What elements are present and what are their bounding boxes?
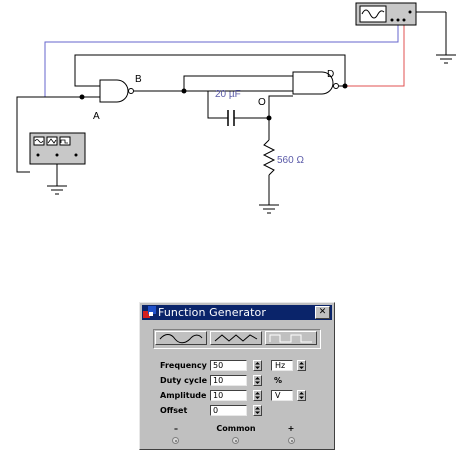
stepper-arrows-icon xyxy=(255,407,260,414)
frequency-stepper[interactable] xyxy=(253,360,262,371)
nand-gate-1-bubble xyxy=(128,88,134,94)
wire-o-gate2 xyxy=(268,95,293,118)
duty-cycle-stepper[interactable] xyxy=(253,375,262,386)
stepper-arrows-icon xyxy=(255,392,260,399)
ground-symbol xyxy=(436,54,456,64)
stepper-arrows-icon xyxy=(255,362,260,369)
frequency-unit-stepper[interactable] xyxy=(297,360,306,371)
circuit-schematic: A B D O 20 µF 560 Ω xyxy=(16,2,456,214)
stepper-arrows-icon xyxy=(299,392,304,399)
minus-terminal[interactable] xyxy=(172,437,179,444)
probe-wire-d xyxy=(345,25,405,87)
function-generator-instrument[interactable] xyxy=(29,132,86,165)
square-wave-button[interactable] xyxy=(265,331,317,345)
amplitude-stepper[interactable] xyxy=(253,390,262,401)
nand-gate-2-bubble xyxy=(333,83,339,89)
amplitude-field[interactable]: 10 xyxy=(210,390,247,401)
waveform-selector xyxy=(153,329,321,349)
duty-cycle-field[interactable]: 10 xyxy=(210,375,247,386)
amplitude-unit-stepper[interactable] xyxy=(297,390,306,401)
window-title: Function Generator xyxy=(158,306,266,319)
junction-d xyxy=(342,83,348,89)
node-label-a: A xyxy=(93,111,100,122)
plus-terminal[interactable] xyxy=(288,437,295,444)
wire-b-cap xyxy=(207,91,228,119)
duty-cycle-unit: % xyxy=(274,376,283,385)
feedback-wire xyxy=(74,54,346,87)
oscilloscope-instrument[interactable] xyxy=(355,2,417,26)
close-button[interactable]: ✕ xyxy=(315,306,330,319)
amplitude-unit-select[interactable]: V xyxy=(271,390,293,401)
junction-b xyxy=(181,88,187,94)
nand-gate-1 xyxy=(99,79,129,103)
junction-o xyxy=(266,115,272,121)
app-icon xyxy=(143,306,156,318)
square-wave-icon xyxy=(269,334,312,343)
ground-symbol xyxy=(259,204,279,214)
capacitor-label: 20 µF xyxy=(215,89,241,100)
frequency-field[interactable]: 50 xyxy=(210,360,247,371)
plus-terminal-label: + xyxy=(287,424,295,433)
offset-label: Offset xyxy=(160,406,188,415)
offset-stepper[interactable] xyxy=(253,405,262,416)
ground-symbol xyxy=(47,185,67,195)
minus-terminal-label: – xyxy=(174,424,178,433)
stepper-arrows-icon xyxy=(299,362,304,369)
node-label-d: D xyxy=(327,69,334,80)
amplitude-label: Amplitude xyxy=(160,391,207,400)
junction-a xyxy=(79,94,85,100)
function-generator-window: Function Generator ✕ Frequency 50 Hz Dut… xyxy=(139,302,335,450)
triangle-wave-button[interactable] xyxy=(210,331,262,345)
sine-wave-icon xyxy=(159,334,203,344)
wire-a-generator xyxy=(16,96,82,173)
triangle-wave-icon xyxy=(214,334,258,342)
nand-gate-2 xyxy=(292,71,334,95)
frequency-label: Frequency xyxy=(160,361,207,370)
duty-cycle-label: Duty cycle xyxy=(160,376,208,385)
common-terminal-label: Common xyxy=(216,424,256,433)
node-label-o: O xyxy=(258,97,266,108)
offset-field[interactable]: 0 xyxy=(210,405,247,416)
wire-b-gate2 xyxy=(183,75,293,91)
stepper-arrows-icon xyxy=(255,377,260,384)
node-label-b: B xyxy=(135,74,142,85)
sine-wave-button[interactable] xyxy=(155,331,207,345)
resistor-label: 560 Ω xyxy=(277,155,304,166)
frequency-unit-select[interactable]: Hz xyxy=(271,360,293,371)
title-bar[interactable]: Function Generator ✕ xyxy=(142,305,332,320)
common-terminal[interactable] xyxy=(232,437,239,444)
resistor xyxy=(262,139,276,176)
